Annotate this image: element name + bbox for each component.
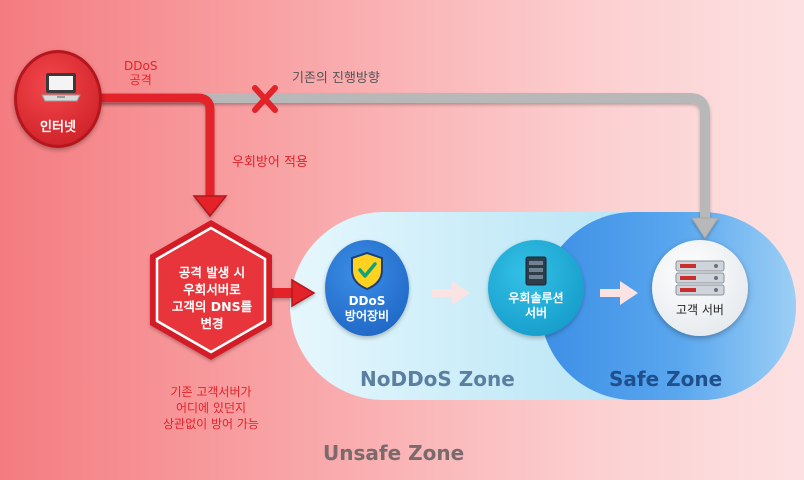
customer-server-node: 고객 서버	[652, 240, 748, 336]
detour-arrow	[100, 93, 228, 218]
ddos-to-detour-arrow	[432, 281, 470, 305]
hexagon-text: 공격 발생 시 우회서버로 고객의 DNS를 변경	[152, 264, 272, 332]
detour-node-line2: 서버	[524, 305, 548, 320]
safe-zone-label: Safe Zone	[609, 367, 723, 391]
existing-path-arrow	[100, 93, 719, 239]
ddos-attack-line1: DDoS	[124, 59, 158, 73]
note-line2: 어디에 있던지	[175, 401, 247, 415]
hexagon-line4: 변경	[200, 316, 224, 331]
unsafe-zone-label: Unsafe Zone	[323, 441, 465, 465]
hexagon-line3: 고객의 DNS를	[171, 299, 253, 314]
detour-node-line1: 우회솔루션	[508, 290, 564, 305]
internet-node: 인터넷	[14, 50, 102, 148]
laptop-icon	[41, 73, 81, 102]
hexagon-dns-change	[150, 220, 272, 360]
detour-server-node: 우회솔루션 서버	[488, 240, 584, 336]
server-rack-icon	[675, 260, 725, 295]
ddos-defense-node: DDoS 방어장비	[325, 240, 409, 336]
hexagon-line2: 우회서버로	[183, 282, 241, 297]
hexagon-line1: 공격 발생 시	[178, 265, 246, 280]
shield-check-icon	[351, 252, 383, 290]
ddos-attack-label: DDoS 공격	[124, 59, 157, 87]
customer-node-label: 고객 서버	[676, 302, 724, 317]
note-line3: 상관없이 방어 가능	[163, 417, 259, 431]
note-text: 기존 고객서버가 어디에 있던지 상관없이 방어 가능	[146, 384, 276, 432]
server-tower-icon	[525, 256, 547, 285]
hex-to-ddos-arrow	[268, 278, 316, 308]
note-line1: 기존 고객서버가	[170, 385, 252, 399]
ddos-node-line2: 방어장비	[344, 309, 390, 323]
blocked-x-icon	[252, 85, 278, 113]
internet-label: 인터넷	[40, 120, 76, 135]
existing-path-label: 기존의 진행방향	[292, 71, 380, 86]
detour-to-customer-arrow	[600, 281, 638, 305]
ddos-node-line1: DDoS	[348, 294, 386, 308]
ddos-attack-line2: 공격	[129, 73, 152, 87]
detour-label: 우회방어 적용	[232, 155, 308, 170]
noddos-zone-label: NoDDoS Zone	[360, 367, 515, 391]
